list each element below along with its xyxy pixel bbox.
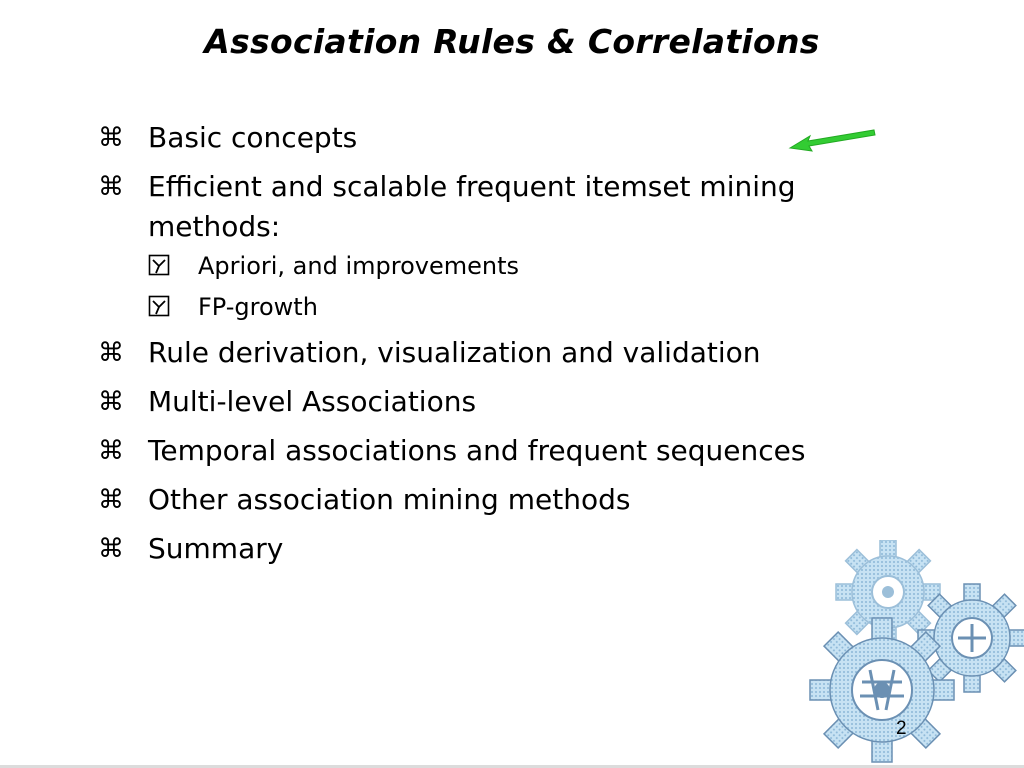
slide-title: Association Rules & Correlations: [204, 22, 820, 61]
bullet-text: Summary: [148, 532, 284, 565]
green-arrow-icon: [788, 129, 876, 152]
bullet-item-rule-derivation: ⌘ Rule derivation, visualization and val…: [0, 333, 1024, 373]
sub-bullet-list: Apriori, and improvements FP-growth: [148, 249, 914, 324]
bullet-text: Other association mining methods: [148, 483, 631, 516]
bullet-item-multi-level: ⌘ Multi-level Associations: [0, 382, 1024, 422]
checkbox-y-icon: [148, 254, 170, 276]
command-icon: ⌘: [98, 436, 124, 466]
command-icon: ⌘: [98, 387, 124, 417]
command-icon: ⌘: [98, 123, 124, 153]
page-number: 2: [896, 718, 907, 739]
checkbox-y-icon: [148, 295, 170, 317]
gears-icon: [809, 540, 1024, 763]
bullet-item-frequent-itemset-mining: ⌘ Efficient and scalable frequent itemse…: [0, 167, 1024, 324]
gear-bottom: [809, 617, 955, 763]
bullet-list: ⌘ Basic concepts ⌘ Efficient and scalabl…: [0, 118, 1024, 578]
sub-bullet-item-apriori: Apriori, and improvements: [148, 249, 914, 283]
bottom-divider: [0, 765, 1024, 768]
sub-bullet-text: Apriori, and improvements: [198, 252, 519, 280]
command-icon: ⌘: [98, 172, 124, 202]
bullet-item-other-methods: ⌘ Other association mining methods: [0, 480, 1024, 520]
bullet-text: Multi-level Associations: [148, 385, 477, 418]
gear-right: [917, 583, 1024, 693]
bullet-item-temporal: ⌘ Temporal associations and frequent seq…: [0, 431, 1024, 471]
bullet-text: Rule derivation, visualization and valid…: [148, 336, 761, 369]
bullet-text: Temporal associations and frequent seque…: [148, 434, 806, 467]
sub-bullet-text: FP-growth: [198, 293, 318, 321]
sub-bullet-item-fp-growth: FP-growth: [148, 290, 914, 324]
command-icon: ⌘: [98, 534, 124, 564]
command-icon: ⌘: [98, 338, 124, 368]
command-icon: ⌘: [98, 485, 124, 515]
bullet-text: Efficient and scalable frequent itemset …: [148, 170, 796, 243]
bullet-item-summary: ⌘ Summary: [0, 529, 1024, 569]
bullet-text: Basic concepts: [148, 121, 358, 154]
bullet-item-basic-concepts: ⌘ Basic concepts: [0, 118, 1024, 158]
